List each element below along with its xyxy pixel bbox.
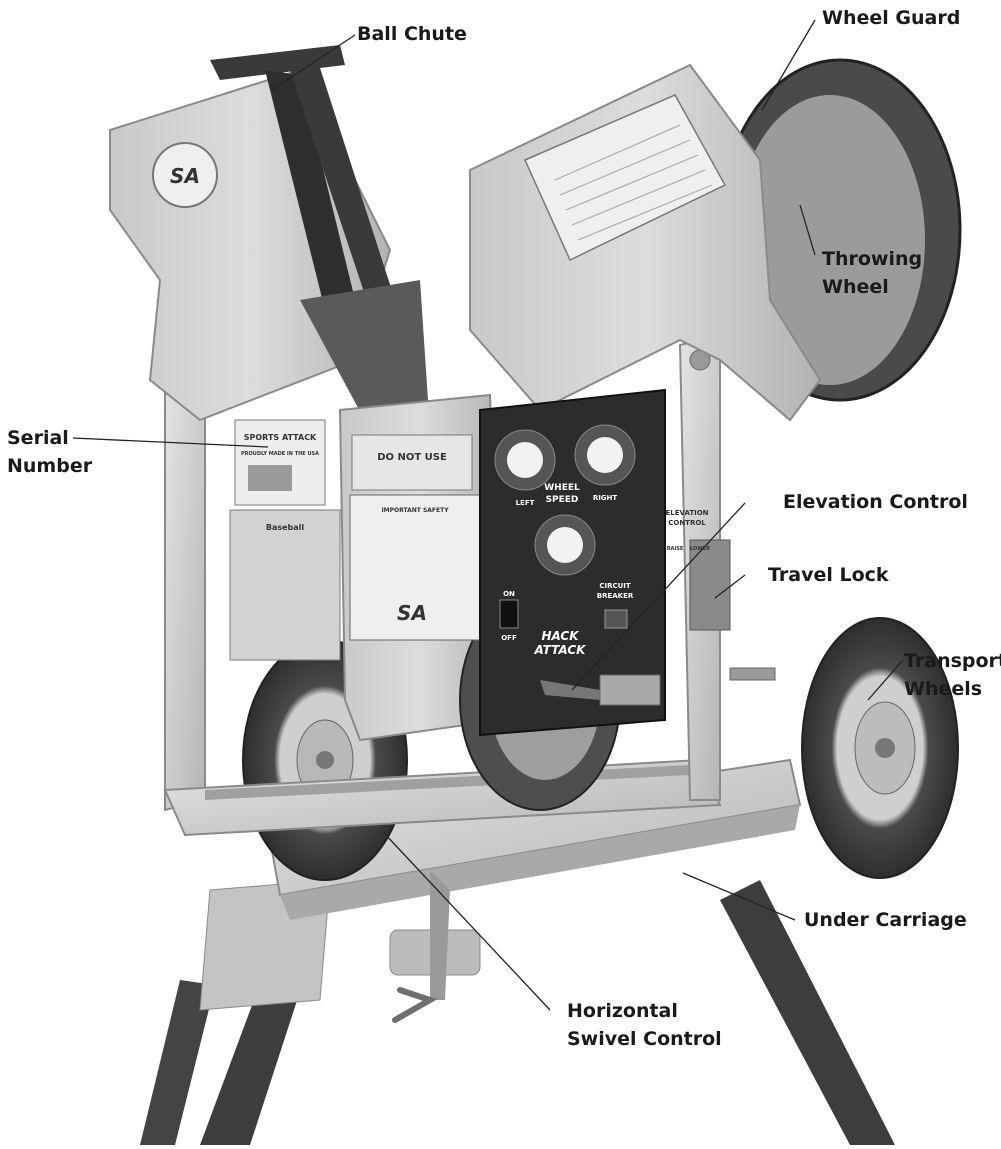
info-plate	[229, 419, 341, 661]
ball-chute-label: Ball Chute	[357, 23, 467, 45]
panel-circuit-text: CIRCUIT	[599, 582, 631, 590]
raise-text: RAISE	[667, 546, 684, 552]
sa-logo-housing: SA	[170, 164, 200, 188]
transport-wheels-label: Transport Wheels	[904, 647, 1001, 703]
important-safety-text: IMPORTANT SAFETY	[381, 507, 449, 514]
do-not-use-label	[351, 434, 473, 491]
wheel-guard-label: Wheel Guard	[822, 7, 961, 29]
throwing-wheel-label-line2: Wheel	[822, 276, 889, 298]
elevation-crank	[540, 674, 661, 706]
panel-breaker-text: BREAKER	[597, 592, 634, 600]
sports-attack-badge: SPORTS ATTACK	[244, 433, 317, 442]
panel-speed-text: SPEED	[546, 495, 579, 505]
panel-wheel-text: WHEEL	[544, 483, 580, 493]
sa-logo-label: SA	[397, 601, 427, 625]
serial-number-label: Serial Number	[7, 424, 92, 480]
elevation-control-label: Elevation Control	[783, 491, 968, 513]
horizontal-swivel-label-line2: Swivel Control	[567, 1028, 722, 1050]
throwing-wheel-label-line1: Throwing	[822, 248, 923, 270]
tripod-legs	[140, 879, 895, 1145]
throwing-wheel-label: Throwing Wheel	[822, 245, 922, 301]
do-not-use-text: DO NOT USE	[377, 452, 447, 463]
made-in-usa-badge: PROUDLY MADE IN THE USA	[241, 451, 319, 457]
right-transport-wheel	[801, 617, 959, 879]
panel-off-text: OFF	[501, 634, 517, 642]
horizontal-swivel-label: Horizontal Swivel Control	[567, 997, 722, 1053]
under-carriage-label: Under Carriage	[804, 909, 967, 931]
control-panel	[479, 388, 666, 737]
horizontal-swivel-label-line1: Horizontal	[567, 1000, 678, 1022]
panel-brand-1: HACK	[541, 629, 580, 643]
transport-wheels-label-line2: Wheels	[904, 678, 983, 700]
panel-right-text: RIGHT	[593, 494, 618, 502]
panel-on-text: ON	[503, 590, 515, 598]
panel-brand-2: ATTACK	[534, 643, 588, 657]
transport-wheels-label-line1: Transport	[904, 650, 1001, 672]
safety-label	[349, 494, 481, 641]
right-housing	[469, 63, 822, 422]
elevation-sign-1: ELEVATION	[665, 509, 708, 517]
serial-number-label-line1: Serial	[7, 427, 69, 449]
lower-text: LOWER	[690, 546, 710, 552]
baseball-table-title: Baseball	[266, 523, 305, 532]
callout-lines	[72, 19, 904, 1011]
panel-left-text: LEFT	[516, 499, 535, 507]
ball-chute	[210, 45, 430, 430]
serial-number-label-line2: Number	[7, 455, 93, 477]
travel-lock-label: Travel Lock	[768, 564, 889, 586]
elevation-sign-2: CONTROL	[668, 519, 706, 527]
